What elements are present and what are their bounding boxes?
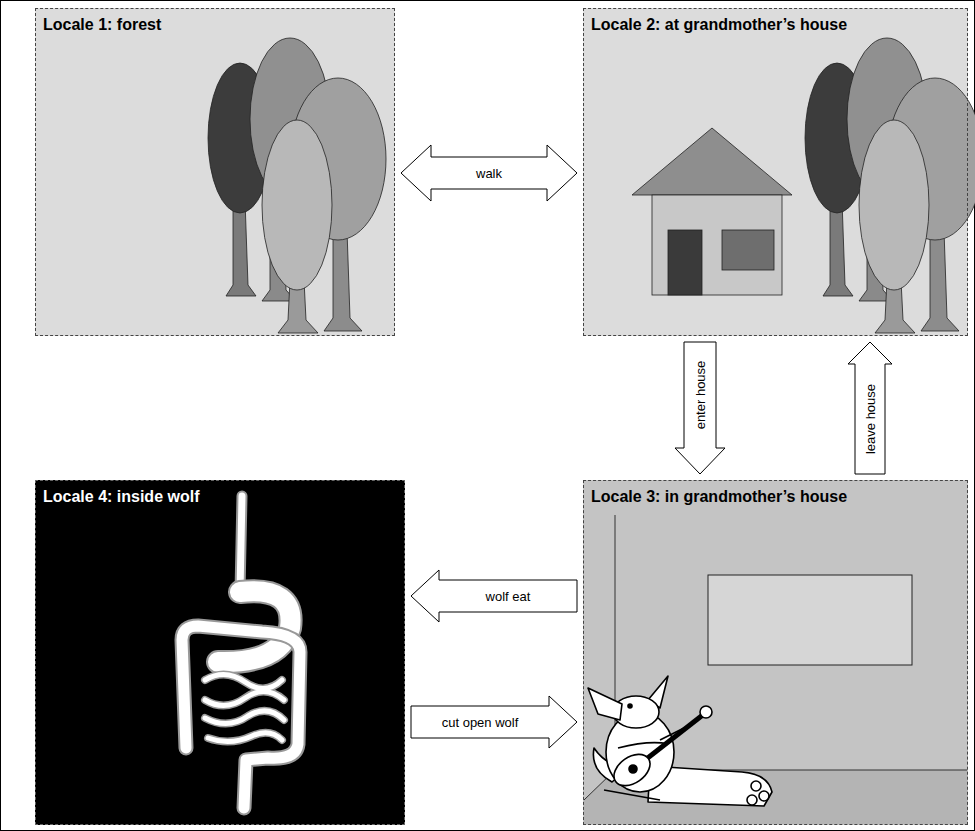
locale-box: Locale 2: at grandmother’s house: [583, 8, 968, 336]
block-arrow: [411, 570, 577, 622]
locale-title: Locale 1: forest: [43, 15, 161, 34]
block-arrow: [411, 696, 577, 748]
trees: [805, 38, 975, 333]
wolf: [588, 676, 772, 806]
arrow-label: cut open wolf: [440, 715, 521, 730]
locale-fill: [35, 8, 395, 336]
block-arrow: [848, 342, 892, 474]
arrow-label: walk: [474, 166, 504, 181]
arrow-label: enter house: [693, 359, 708, 432]
house: [632, 128, 792, 295]
digestive-tract: [182, 496, 300, 808]
block-arrow: [675, 342, 725, 474]
arrow-label: leave house: [863, 382, 878, 456]
arrow-label: wolf eat: [484, 589, 533, 604]
block-arrow: [401, 145, 577, 201]
trees: [208, 38, 386, 333]
locale-fill: [583, 480, 968, 825]
locale-box: Locale 4: inside wolf: [35, 480, 405, 825]
locale-title: Locale 3: in grandmother’s house: [591, 487, 847, 506]
locale-box: Locale 3: in grandmother’s house: [583, 480, 968, 825]
locale-title: Locale 2: at grandmother’s house: [591, 15, 847, 34]
locale-box: Locale 1: forest: [35, 8, 395, 336]
room: [584, 515, 967, 824]
locale-fill: [35, 480, 405, 825]
locale-title: Locale 4: inside wolf: [43, 487, 199, 506]
